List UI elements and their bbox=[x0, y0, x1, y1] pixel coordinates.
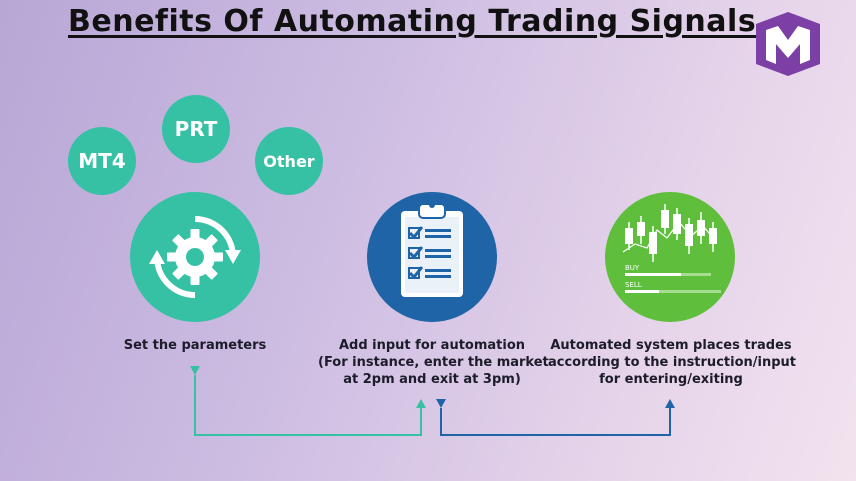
step-2-caption-line: (For instance, enter the market bbox=[318, 355, 549, 370]
platform-bubble-mt4: MT4 bbox=[68, 127, 136, 195]
step-3-caption-line: according to the instruction/input bbox=[548, 355, 796, 370]
trading-chart-icon: BUY SELL bbox=[622, 204, 721, 293]
step-2-circle bbox=[367, 192, 497, 322]
connector-step2-to-step3 bbox=[436, 399, 675, 436]
step-1-caption: Set the parameters bbox=[105, 337, 285, 354]
step-2-caption-line: at 2pm and exit at 3pm) bbox=[343, 372, 521, 387]
clipboard-checklist-icon bbox=[401, 202, 463, 297]
step-3-caption-line: for entering/exiting bbox=[599, 372, 743, 387]
step-3-circle: BUY SELL bbox=[605, 192, 735, 322]
gear-sync-icon bbox=[149, 216, 241, 298]
chart-buy-label: BUY bbox=[625, 264, 640, 272]
step-2-caption-line: Add input for automation bbox=[338, 338, 526, 353]
step-3-caption: Automated system places trades according… bbox=[548, 337, 796, 388]
platform-label-other: Other bbox=[263, 151, 315, 171]
platform-bubble-other: Other bbox=[255, 127, 323, 195]
platform-label-prt: PRT bbox=[174, 117, 218, 141]
step-2-caption: Add input for automation (For instance, … bbox=[318, 337, 549, 388]
step-1-circle bbox=[130, 192, 260, 322]
step-3-caption-line: Automated system places trades bbox=[550, 338, 792, 353]
platform-bubble-prt: PRT bbox=[162, 95, 230, 163]
step-1-caption-line: Set the parameters bbox=[123, 338, 267, 353]
platform-label-mt4: MT4 bbox=[78, 149, 126, 173]
connector-step1-to-step2 bbox=[190, 366, 426, 436]
page-title: Benefits Of Automating Trading Signals. bbox=[68, 4, 769, 39]
chart-sell-label: SELL bbox=[625, 281, 642, 289]
brand-logo-icon bbox=[756, 12, 820, 76]
